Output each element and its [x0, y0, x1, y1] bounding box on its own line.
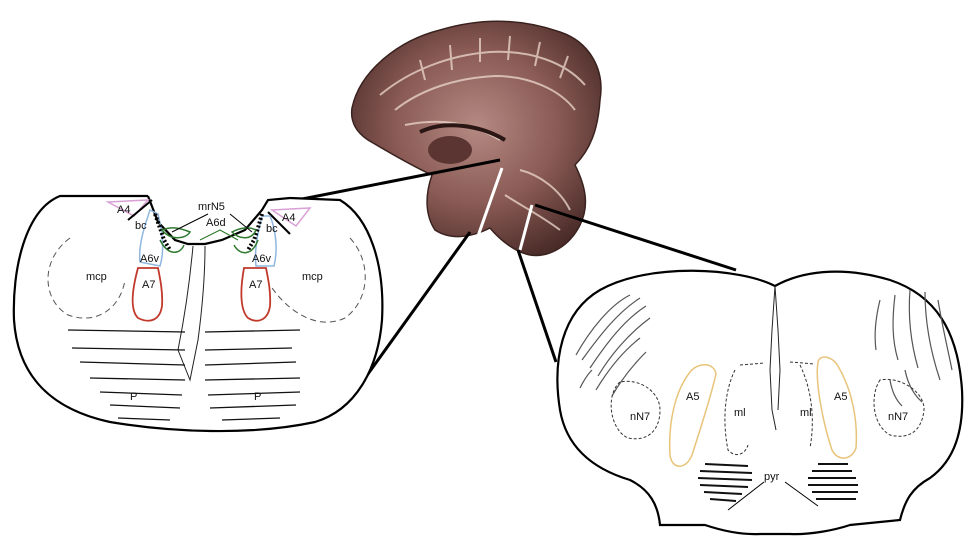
- label-A4-left: A4: [117, 204, 130, 216]
- label-A4-right: A4: [282, 212, 295, 224]
- label-P-right: P: [254, 391, 261, 403]
- label-ml-left: ml: [734, 407, 746, 419]
- sagittal-brain-image: [352, 21, 601, 255]
- label-A7-left: A7: [142, 279, 155, 291]
- right-medulla-section: A5 A5 ml ml nN7 nN7 pyr: [557, 271, 962, 534]
- label-A5-left: A5: [686, 391, 699, 403]
- label-A7-right: A7: [249, 279, 262, 291]
- label-mcp-left: mcp: [86, 271, 107, 283]
- label-A6v-right: A6v: [252, 253, 271, 265]
- label-A6d: A6d: [206, 217, 226, 229]
- label-pyr: pyr: [764, 471, 780, 483]
- label-P-left: P: [130, 391, 137, 403]
- label-bc-left: bc: [135, 220, 147, 232]
- left-section-outline: [14, 196, 383, 431]
- brain-silhouette: [352, 21, 601, 255]
- right-section-outline: [557, 271, 962, 534]
- label-nN7-right: nN7: [888, 411, 908, 423]
- label-A5-right: A5: [834, 391, 847, 403]
- label-ml-right: ml: [800, 407, 812, 419]
- label-bc-right: bc: [266, 223, 278, 235]
- label-mrN5: mrN5: [198, 201, 225, 213]
- label-nN7-left: nN7: [630, 411, 650, 423]
- thalamus: [428, 136, 472, 164]
- label-A6v-left: A6v: [140, 253, 159, 265]
- left-pons-section: mrN5 A6d A4 A4 bc bc A6v A6v A7 A7 mcp m…: [14, 196, 383, 431]
- label-mcp-right: mcp: [302, 271, 323, 283]
- connector-line-lower-right: [518, 250, 556, 362]
